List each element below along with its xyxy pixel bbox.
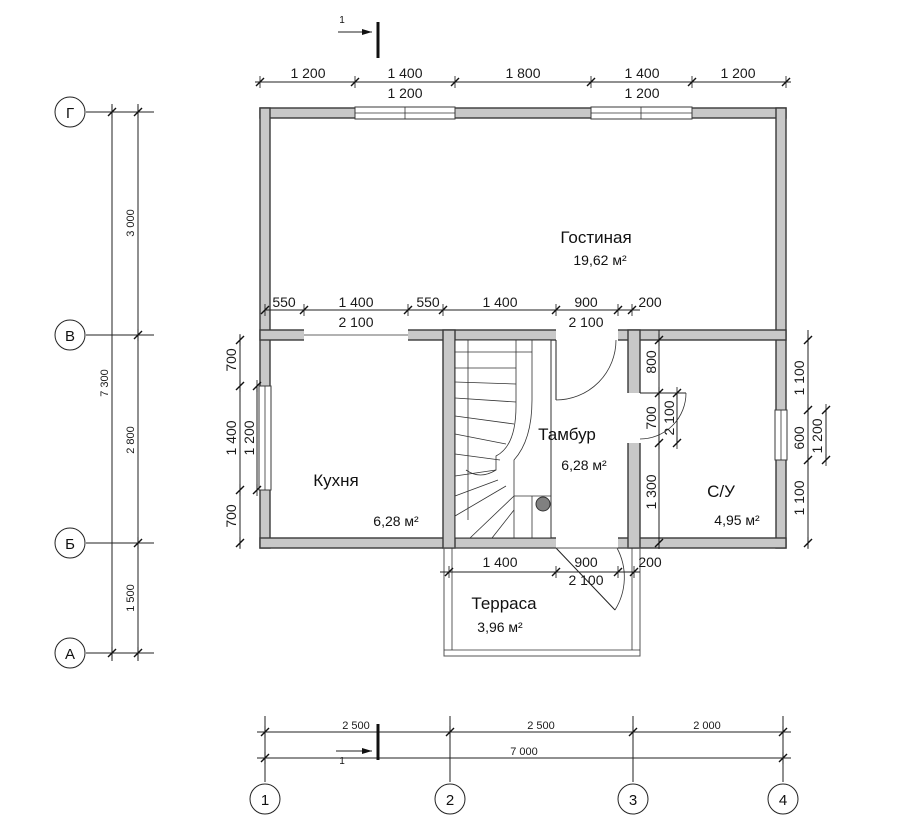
col-total: 7 000 xyxy=(510,746,538,758)
stair-post-icon xyxy=(535,496,551,512)
top-window-2: 1 200 xyxy=(624,85,659,101)
axis-label-1: 1 xyxy=(261,792,269,809)
left-dim-1: 700 xyxy=(223,348,239,372)
top-dim-2: 1 400 xyxy=(387,65,422,81)
kitchen-name: Кухня xyxy=(313,471,359,490)
mid-dim-4: 1 400 xyxy=(482,294,517,310)
top-dim-5: 1 200 xyxy=(720,65,755,81)
top-dimensions: 1 200 1 400 1 800 1 400 1 200 1 200 1 20… xyxy=(255,65,791,101)
terrace-dim-2: 900 xyxy=(574,554,598,570)
terrace-name: Терраса xyxy=(471,594,537,613)
terrace-area: 3,96 м² xyxy=(477,619,523,635)
section-mark-top-label: 1 xyxy=(339,15,345,26)
top-dim-3: 1 800 xyxy=(505,65,540,81)
vestibule-area: 6,28 м² xyxy=(561,457,607,473)
left-dim-2: 1 400 xyxy=(223,420,239,455)
row-span-2: 2 800 xyxy=(125,426,137,454)
terrace-dim-1: 1 400 xyxy=(482,554,517,570)
right-dimensions: 1 100 600 1 100 1 200 xyxy=(791,330,831,549)
terrace-outline xyxy=(443,547,641,657)
left-window-dim: 1 200 xyxy=(241,420,257,455)
middle-dimensions: 550 1 400 550 1 400 900 200 2 100 2 100 xyxy=(260,294,662,330)
right-dim-3: 1 100 xyxy=(791,480,807,515)
col-span-3: 2 000 xyxy=(693,720,721,732)
row-span-3: 1 500 xyxy=(125,584,137,612)
mid-dim-6: 200 xyxy=(638,294,662,310)
bathroom-name: С/У xyxy=(707,482,735,501)
living-room-area: 19,62 м² xyxy=(573,252,627,268)
bath-dim-3: 1 300 xyxy=(643,474,659,509)
terrace-door-dim: 2 100 xyxy=(568,572,603,588)
kitchen-area: 6,28 м² xyxy=(373,513,419,529)
axis-label-2: 2 xyxy=(446,792,454,809)
column-axes: 1 2 3 4 2 500 2 500 2 000 7 000 xyxy=(249,716,799,815)
section-mark-bottom: 1 xyxy=(336,724,380,767)
left-dim-3: 700 xyxy=(223,504,239,528)
right-window-dim: 1 200 xyxy=(809,418,825,453)
bath-dim-2: 700 xyxy=(643,406,659,430)
col-span-1: 2 500 xyxy=(342,720,370,732)
top-dim-1: 1 200 xyxy=(290,65,325,81)
right-dim-2: 600 xyxy=(791,426,807,450)
bath-dim-1: 800 xyxy=(643,350,659,374)
row-span-1: 3 000 xyxy=(125,209,137,237)
left-dimensions: 700 1 400 700 1 200 xyxy=(223,334,262,549)
terrace-dimensions: 1 400 900 200 2 100 xyxy=(440,554,662,588)
mid-window-1: 2 100 xyxy=(338,314,373,330)
staircase xyxy=(454,339,552,539)
room-labels: Гостиная 19,62 м² Кухня 6,28 м² Тамбур 6… xyxy=(313,228,760,635)
bath-door-dim: 2 100 xyxy=(661,400,677,435)
terrace-dim-3: 200 xyxy=(638,554,662,570)
mid-dim-2: 1 400 xyxy=(338,294,373,310)
row-axes: Г В Б А 3 000 2 800 1 500 7 300 xyxy=(54,96,154,669)
axis-label-g: Г xyxy=(66,105,74,122)
openings xyxy=(258,106,788,549)
top-dim-4: 1 400 xyxy=(624,65,659,81)
axis-label-b: Б xyxy=(65,536,75,553)
axis-label-4: 4 xyxy=(779,792,787,809)
section-mark-top: 1 xyxy=(338,15,380,58)
top-window-1: 1 200 xyxy=(387,85,422,101)
vestibule-name: Тамбур xyxy=(538,425,596,444)
door-swings xyxy=(555,339,687,611)
axis-label-3: 3 xyxy=(629,792,637,809)
row-total: 7 300 xyxy=(99,369,111,397)
living-room-name: Гостиная xyxy=(560,228,631,247)
bathroom-dimensions: 800 700 1 300 2 100 xyxy=(643,330,682,549)
mid-window-2: 2 100 xyxy=(568,314,603,330)
mid-dim-3: 550 xyxy=(416,294,440,310)
section-mark-bottom-label: 1 xyxy=(339,756,345,767)
axis-label-a: А xyxy=(65,646,75,663)
mid-dim-1: 550 xyxy=(272,294,296,310)
right-dim-1: 1 100 xyxy=(791,360,807,395)
mid-dim-5: 900 xyxy=(574,294,598,310)
col-span-2: 2 500 xyxy=(527,720,555,732)
bathroom-area: 4,95 м² xyxy=(714,512,760,528)
axis-label-v: В xyxy=(65,328,75,345)
